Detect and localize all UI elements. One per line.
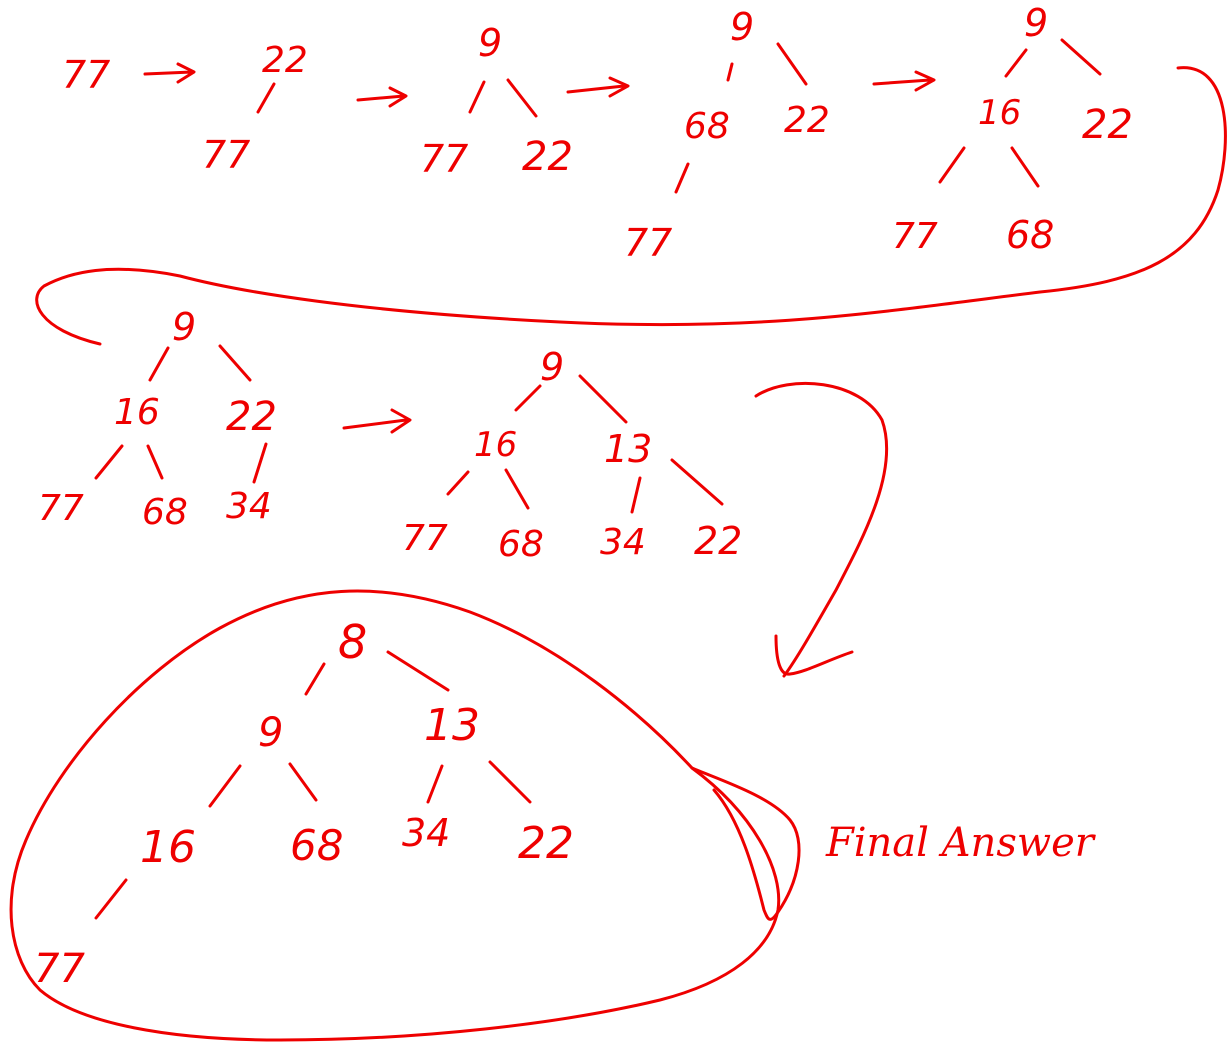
node-step2-left: 77: [202, 133, 250, 177]
node-step7-root: 9: [540, 345, 564, 389]
node-step4-leftleft: 77: [624, 221, 672, 265]
final-heap: 8 9 13 16 68 34 22 77: [34, 615, 574, 992]
edge-step6-right: [218, 344, 252, 382]
final-answer-label: Final Answer: [825, 820, 1097, 866]
arrow-step4-to-step5: [872, 70, 936, 92]
connector-step5-to-step6: [35, 66, 1227, 346]
node-final-rightright: 22: [518, 818, 574, 869]
node-final-leftleftleft: 77: [34, 946, 85, 992]
node-step4-root: 9: [730, 5, 754, 49]
node-step1-root: 77: [62, 53, 110, 97]
arrow-step1-to-step2: [143, 62, 196, 84]
node-step6-leftleft: 77: [38, 488, 84, 529]
edge-step6-leftleft: [94, 444, 124, 480]
edge-step6-leftright: [146, 444, 164, 480]
heap-step-7: 9 16 13 77 68 34 22: [402, 345, 742, 565]
edge-step5-left: [1004, 48, 1028, 78]
node-step7-leftright: 68: [498, 524, 544, 565]
node-step4-left: 68: [684, 106, 730, 147]
node-final-right: 13: [424, 700, 480, 751]
edge-step7-rightleft: [630, 476, 642, 514]
node-step3-left: 77: [420, 137, 468, 181]
edge-step3-left: [468, 80, 486, 114]
edge-step7-leftright: [504, 468, 530, 510]
arrow-step2-to-step3: [356, 86, 408, 108]
node-step7-rightleft: 34: [600, 522, 646, 563]
edge-step7-left: [514, 384, 542, 412]
final-answer-circle: [9, 589, 781, 1042]
edge-final-leftleft: [208, 764, 242, 808]
heap-step-5: 9 16 22 77 68: [892, 1, 1133, 257]
arrow-step6-to-step7: [342, 408, 412, 434]
node-step7-right: 13: [604, 427, 652, 471]
node-step3-right: 22: [522, 134, 573, 180]
node-step5-leftright: 68: [1006, 213, 1054, 257]
heap-step-6: 9 16 22 77 68 34: [38, 305, 277, 533]
edge-final-rightleft: [426, 764, 444, 804]
node-final-left: 9: [258, 710, 283, 756]
edge-step6-rightleft: [252, 442, 268, 484]
edge-final-leftleftleft: [94, 878, 128, 920]
edge-step5-leftright: [1010, 146, 1040, 188]
node-step5-left: 16: [978, 93, 1021, 133]
node-step6-left: 16: [114, 392, 160, 433]
node-step5-leftleft: 77: [892, 216, 938, 257]
edge-step7-right: [578, 374, 628, 424]
edge-final-leftright: [288, 762, 318, 802]
edge-step7-rightright: [670, 458, 724, 506]
edge-step4-right: [776, 42, 808, 86]
heap-step-1: 77: [62, 53, 110, 97]
heap-step-4: 9 68 22 77: [624, 5, 830, 265]
edge-step7-leftleft: [446, 470, 470, 496]
edge-step5-leftleft: [938, 146, 966, 184]
node-final-leftright: 68: [290, 821, 343, 870]
edge-step3-right: [506, 78, 538, 118]
node-final-rightleft: 34: [402, 811, 450, 855]
node-step6-rightleft: 34: [226, 486, 272, 527]
node-step6-leftright: 68: [142, 492, 188, 533]
edge-final-right: [386, 650, 450, 692]
callout-bubble: [690, 766, 801, 921]
node-step7-left: 16: [474, 425, 517, 465]
node-step5-root: 9: [1024, 1, 1048, 45]
node-final-root: 8: [338, 615, 367, 669]
connector-step7-to-final: [754, 381, 889, 678]
edge-step2: [256, 82, 276, 114]
edge-step4-left: [726, 62, 734, 82]
heap-step-2: 22 77: [202, 40, 308, 177]
node-step7-leftleft: 77: [402, 518, 448, 559]
edge-step4-leftleft: [674, 162, 690, 194]
edge-step6-left: [148, 346, 170, 382]
node-step6-right: 22: [226, 394, 277, 440]
edge-final-rightright: [488, 760, 532, 804]
edge-final-left: [304, 662, 326, 696]
node-step6-root: 9: [172, 305, 196, 349]
node-final-leftleft: 16: [140, 822, 196, 873]
node-step2-root: 22: [262, 40, 308, 81]
node-step3-root: 9: [478, 21, 502, 65]
edge-step5-right: [1060, 38, 1102, 76]
arrow-step3-to-step4: [566, 76, 630, 98]
heap-step-3: 9 77 22: [420, 21, 573, 181]
node-step4-right: 22: [784, 100, 830, 141]
node-step5-right: 22: [1082, 102, 1133, 148]
node-step7-rightright: 22: [694, 519, 742, 563]
